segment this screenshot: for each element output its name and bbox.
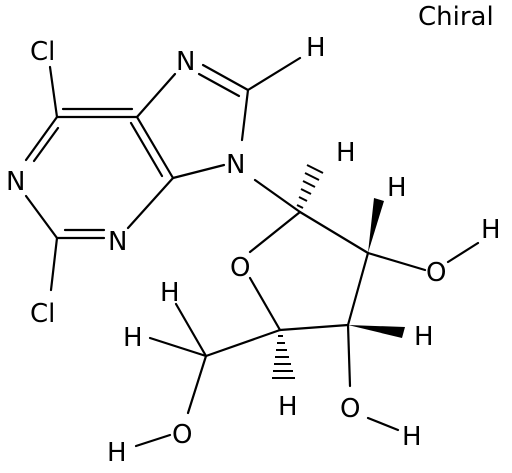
bond-c2-cl	[49, 236, 59, 292]
bond-c4-c5-inner	[129, 121, 164, 178]
bond-c2p-o	[366, 251, 427, 272]
bond-cl-c6	[48, 65, 59, 119]
atom-h8: H	[306, 33, 326, 63]
stereo-bonds	[272, 164, 405, 379]
bond-o-h-c3p	[366, 416, 400, 432]
hash-c4p-h	[272, 335, 295, 379]
bonds	[24, 56, 480, 448]
bond-o-h-c2p	[446, 241, 480, 264]
bond-o4p-c4p	[248, 276, 282, 332]
atom-cl-bottom: Cl	[30, 299, 55, 329]
bond-n7-c8	[201, 63, 250, 92]
bond-c8-h	[246, 56, 302, 92]
bond-c5p-o	[186, 354, 208, 415]
bond-c4p-c5p	[204, 328, 282, 358]
atom-h-o-c3p: H	[402, 422, 422, 452]
bond-c5-n7	[135, 72, 177, 119]
bond-c6-n1	[24, 115, 59, 162]
bond-c8-n9	[240, 88, 250, 142]
bond-n3-c4	[126, 176, 175, 230]
bond-c5p-h-left	[148, 336, 208, 358]
atom-h-c3p: H	[414, 322, 434, 352]
atom-h-o5p: H	[107, 438, 127, 468]
bond-n9-c1p	[253, 178, 302, 214]
atom-n7: N	[176, 47, 195, 77]
atom-labels: Cl N Cl N N H N H H H O O H H H O H O H …	[6, 33, 501, 468]
bond-n7-c8-inner	[197, 72, 241, 98]
bond-c1p-c2p	[298, 210, 370, 255]
atom-n9: N	[226, 150, 245, 180]
atom-h-c1p: H	[336, 138, 356, 168]
bond-c3p-c2p	[346, 251, 370, 327]
atom-h-c5p-top: H	[160, 278, 180, 308]
bond-o5p-h	[134, 433, 172, 448]
chiral-flag-label: Chiral	[418, 2, 494, 32]
atom-h-o-c2p: H	[481, 215, 501, 245]
bond-n1-c2	[24, 194, 59, 240]
hash-c1p-h	[296, 164, 324, 209]
atom-h-c4p: H	[278, 392, 298, 422]
bond-c5p-h-top	[174, 302, 208, 358]
wedge-c3p-h	[348, 325, 405, 338]
atom-h-c2p: H	[387, 173, 407, 203]
bond-c4p-c3p	[278, 323, 350, 332]
bond-c1p-o4p	[248, 210, 302, 254]
atom-o-c3p: O	[340, 394, 360, 424]
atom-h-c5p-left: H	[123, 323, 143, 353]
atom-n1: N	[6, 167, 25, 197]
atom-o4p: O	[230, 253, 250, 283]
atom-o5p: O	[172, 420, 192, 450]
bond-c3p-o	[346, 323, 352, 388]
wedge-c2p-h	[368, 198, 384, 253]
atom-n3: N	[108, 227, 127, 257]
bond-c4-c5	[135, 115, 175, 180]
atom-cl-top: Cl	[30, 37, 55, 67]
bond-c6-n1-inner	[32, 126, 60, 163]
atom-o-c2p: O	[426, 258, 446, 288]
bond-n9-c4	[171, 163, 226, 180]
